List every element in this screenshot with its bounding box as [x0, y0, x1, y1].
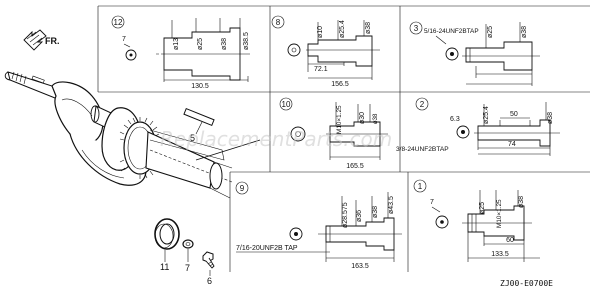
variant-10-dim-1: ø30 — [359, 112, 366, 124]
crankshaft-callout: 5 — [190, 133, 195, 143]
crankshaft-assembly — [4, 71, 261, 199]
variant-12-number: 12 — [114, 18, 123, 27]
variant-12-dim-4: ø38.5 — [243, 32, 250, 50]
panel-grid — [97, 5, 590, 272]
variant-1-panel: 1 7 ø25 M10×1.25 ø38 60 133.5 — [413, 179, 540, 262]
variant-3-number: 3 — [414, 24, 419, 33]
variant-2-panel: 2 6.3 ø25.4 50 ø38 3/8-24UNF2BTAP 74 — [396, 97, 560, 156]
front-direction-arrow: FR. — [23, 29, 60, 51]
variant-12-length: 130.5 — [191, 83, 209, 90]
variant-8-length-2: 156.5 — [331, 81, 349, 88]
variant-3-dim-1: ø25 — [487, 26, 494, 38]
variant-3-dim-2: ø38 — [521, 26, 528, 38]
variant-9-number: 9 — [240, 184, 245, 193]
variant-8-number: 8 — [276, 18, 281, 27]
variant-10-thread: M10×1.25 — [336, 105, 343, 134]
oil-seal-part: 11 — [154, 218, 180, 272]
variant-8-dim-1: ø10 — [317, 26, 324, 38]
variant-8-length-1: 72.1 — [314, 66, 328, 73]
variant-2-dim-1: ø25.4 — [483, 106, 490, 124]
variant-9-length: 163.5 — [351, 263, 369, 270]
bolt-part: 6 — [202, 251, 215, 286]
watermark-text: ReplacementParts.com — [160, 127, 392, 151]
variant-1-length-2: 133.5 — [491, 251, 509, 258]
variant-9-thread: 7/16-20UNF2B TAP — [236, 245, 298, 252]
variant-10-length: 165.5 — [346, 163, 364, 170]
variant-9-panel: 9 ø28.575 ø36 ø38 ø43.5 7/16-20UNF2B TAP… — [235, 181, 402, 270]
variant-3-thread: 5/16-24UNF2BTAP — [424, 28, 479, 35]
bolt-callout: 6 — [207, 276, 212, 286]
variant-12-washer-ref: 7 — [122, 36, 126, 43]
variant-12-panel: 12 7 ø13 ø25 ø38 ø38.5 130.5 — [111, 15, 250, 90]
variant-2-length-2: 74 — [508, 141, 516, 148]
variant-2-dim-2: ø38 — [547, 112, 554, 124]
variant-2-thread: 3/8-24UNF2BTAP — [396, 146, 449, 153]
variant-2-length-1: 50 — [510, 111, 518, 118]
variant-1-washer-ref: 7 — [430, 199, 434, 206]
key-part: 5 — [183, 107, 215, 143]
oil-seal-callout: 11 — [160, 262, 169, 272]
variant-1-dim-2: ø38 — [518, 196, 525, 208]
variant-8-dim-2: ø25.4 — [339, 20, 346, 38]
variant-9-dim-4: ø43.5 — [388, 196, 395, 214]
variant-1-number: 1 — [418, 182, 423, 191]
variant-9-dim-3: ø38 — [372, 206, 379, 218]
variant-2-key-width: 6.3 — [450, 116, 460, 123]
variant-3-panel: 3 5/16-24UNF2BTAP ø25 ø38 — [409, 21, 540, 86]
variant-12-dim-3: ø38 — [221, 38, 228, 50]
variant-1-length-1: 60 — [506, 237, 514, 244]
variant-12-dim-2: ø25 — [197, 38, 204, 50]
washer-callout: 7 — [185, 263, 190, 273]
variant-12-dim-1: ø13 — [173, 38, 180, 50]
front-label: FR. — [45, 36, 60, 46]
variant-2-number: 2 — [420, 100, 425, 109]
washer-part: 7 — [182, 239, 194, 273]
variant-10-dim-2: ø38 — [373, 113, 379, 124]
variant-8-dim-3: ø38 — [365, 22, 372, 34]
variant-1-thread: M10×1.25 — [496, 199, 503, 228]
drawing-code: ZJ00-E0700E — [500, 279, 553, 288]
variant-1-dim-1: ø25 — [479, 202, 486, 214]
variant-10-number: 10 — [282, 100, 291, 109]
variant-9-dim-2: ø36 — [356, 210, 363, 222]
variant-9-dim-1: ø28.575 — [342, 202, 349, 228]
variant-10-panel: 10 M10×1.25 ø30 ø38 165.5 — [279, 97, 388, 170]
variant-8-panel: 8 ø10 ø25.4 ø38 72.1 156.5 — [271, 15, 380, 88]
